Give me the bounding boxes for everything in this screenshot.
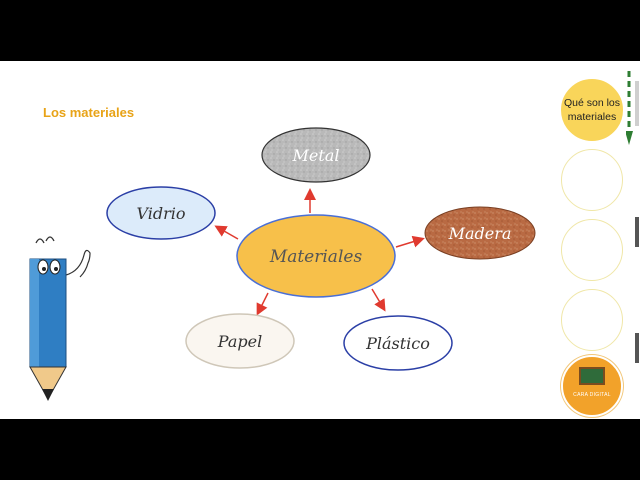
node-vidrio-label: Vidrio bbox=[136, 204, 185, 223]
logo-text: CARA DIGITAL bbox=[573, 388, 611, 402]
node-materiales: Materiales bbox=[237, 215, 395, 297]
nav-item-label: Qué son los materiales bbox=[562, 96, 622, 124]
node-vidrio: Vidrio bbox=[107, 187, 215, 239]
side-navigation: Qué son los materiales CARA DIGITAL bbox=[558, 75, 628, 405]
arrow-to-vidrio bbox=[217, 227, 238, 239]
node-metal-label: Metal bbox=[292, 146, 340, 165]
nav-item-que-son-los-materiales[interactable]: Qué son los materiales bbox=[561, 79, 623, 141]
pencil-character-image bbox=[18, 231, 98, 411]
node-plastico: Plástico bbox=[344, 316, 452, 370]
node-materiales-label: Materiales bbox=[269, 247, 363, 267]
chalkboard-icon bbox=[579, 367, 605, 385]
slide-canvas: Los materiales bbox=[0, 61, 640, 419]
right-edge-indicators bbox=[626, 61, 640, 419]
node-papel: Papel bbox=[186, 314, 294, 368]
node-papel-label: Papel bbox=[217, 332, 262, 351]
nav-item-2[interactable] bbox=[561, 149, 623, 211]
arrow-to-papel bbox=[258, 293, 268, 313]
arrow-to-madera bbox=[396, 239, 422, 247]
node-madera: Madera bbox=[425, 207, 535, 259]
nav-item-4[interactable] bbox=[561, 289, 623, 351]
chalkboard-logo-button[interactable]: CARA DIGITAL bbox=[561, 355, 623, 417]
node-plastico-label: Plástico bbox=[365, 334, 430, 353]
arrow-to-plastico bbox=[372, 289, 384, 309]
node-metal: Metal bbox=[262, 128, 370, 182]
node-madera-label: Madera bbox=[448, 224, 512, 243]
nav-item-3[interactable] bbox=[561, 219, 623, 281]
